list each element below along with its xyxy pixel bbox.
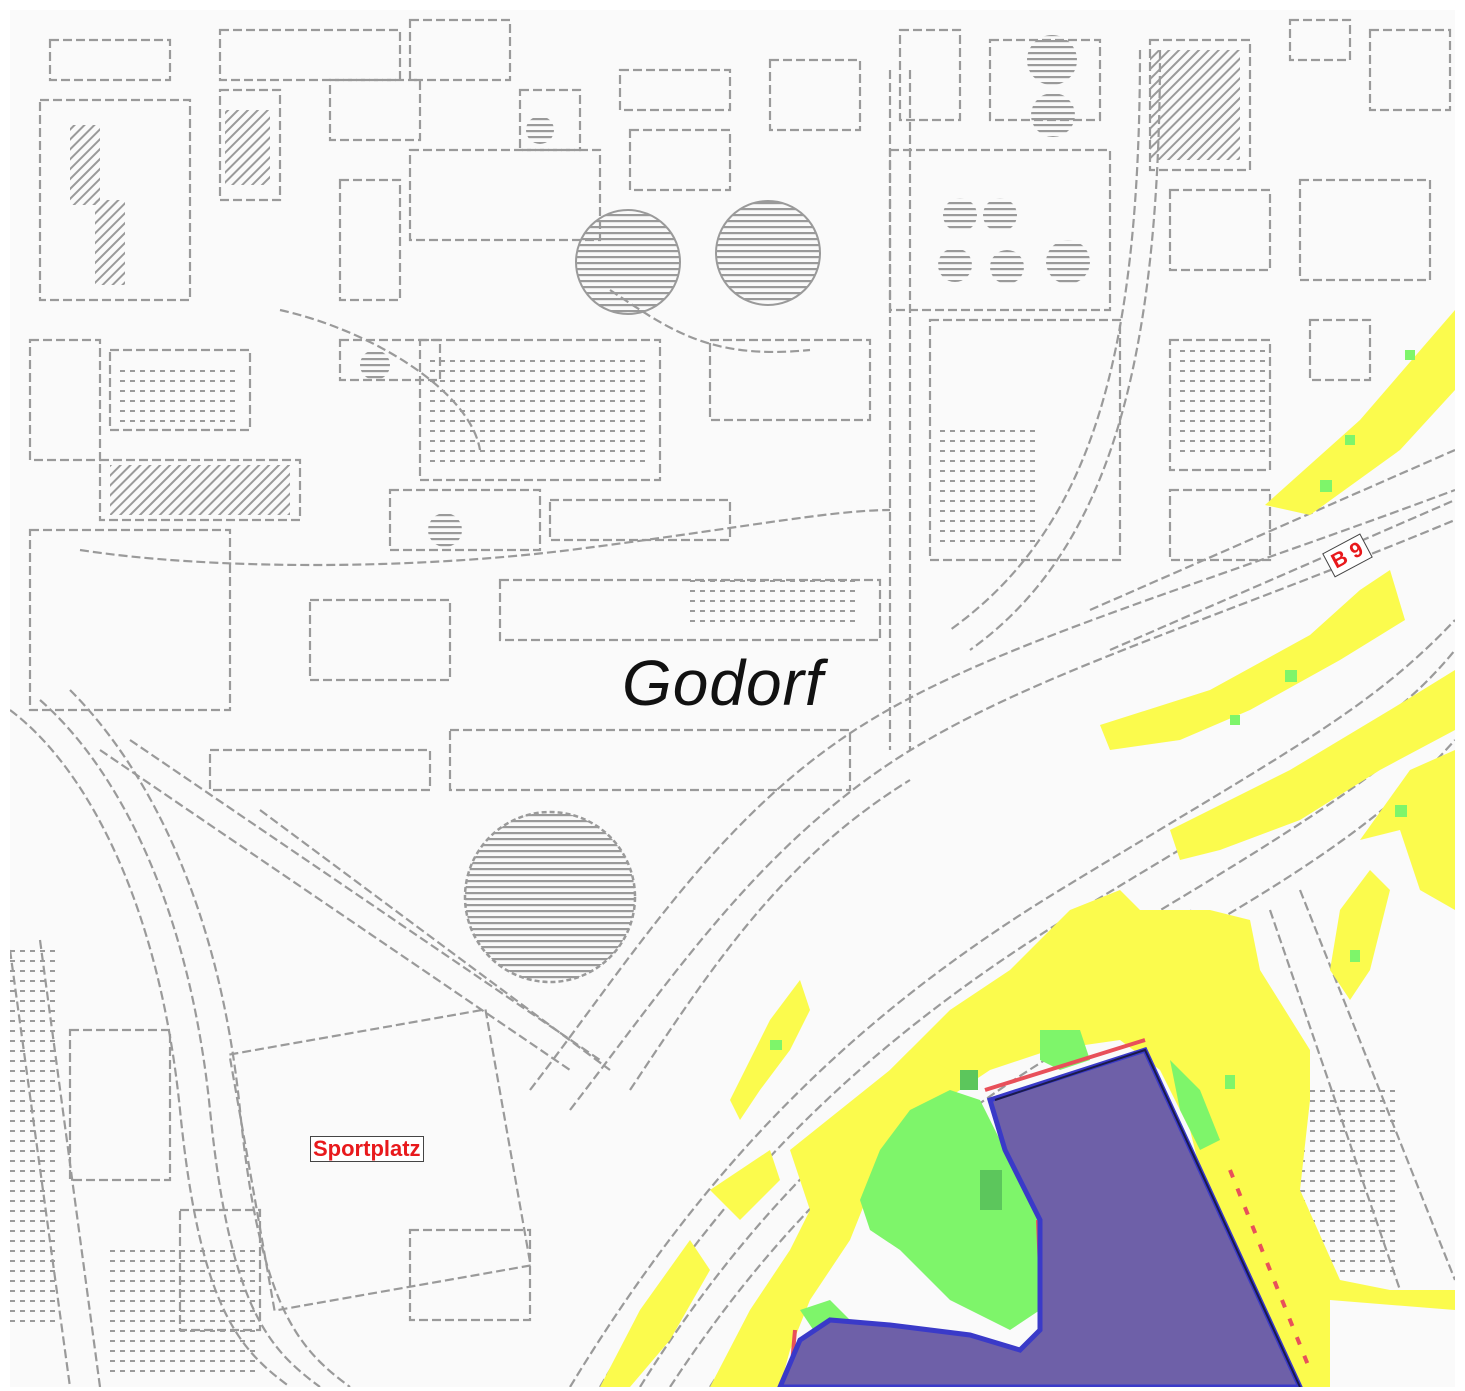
- storage-tanks: [360, 35, 1090, 984]
- water-body: [777, 1046, 1303, 1387]
- basemap-svg: [10, 18, 1455, 1387]
- map-canvas[interactable]: Godorf Sportplatz B 9: [10, 10, 1455, 1387]
- place-label-godorf: Godorf: [622, 647, 824, 719]
- flood-zone-green: [770, 350, 1415, 1340]
- field-label-sportplatz: Sportplatz: [310, 1136, 424, 1162]
